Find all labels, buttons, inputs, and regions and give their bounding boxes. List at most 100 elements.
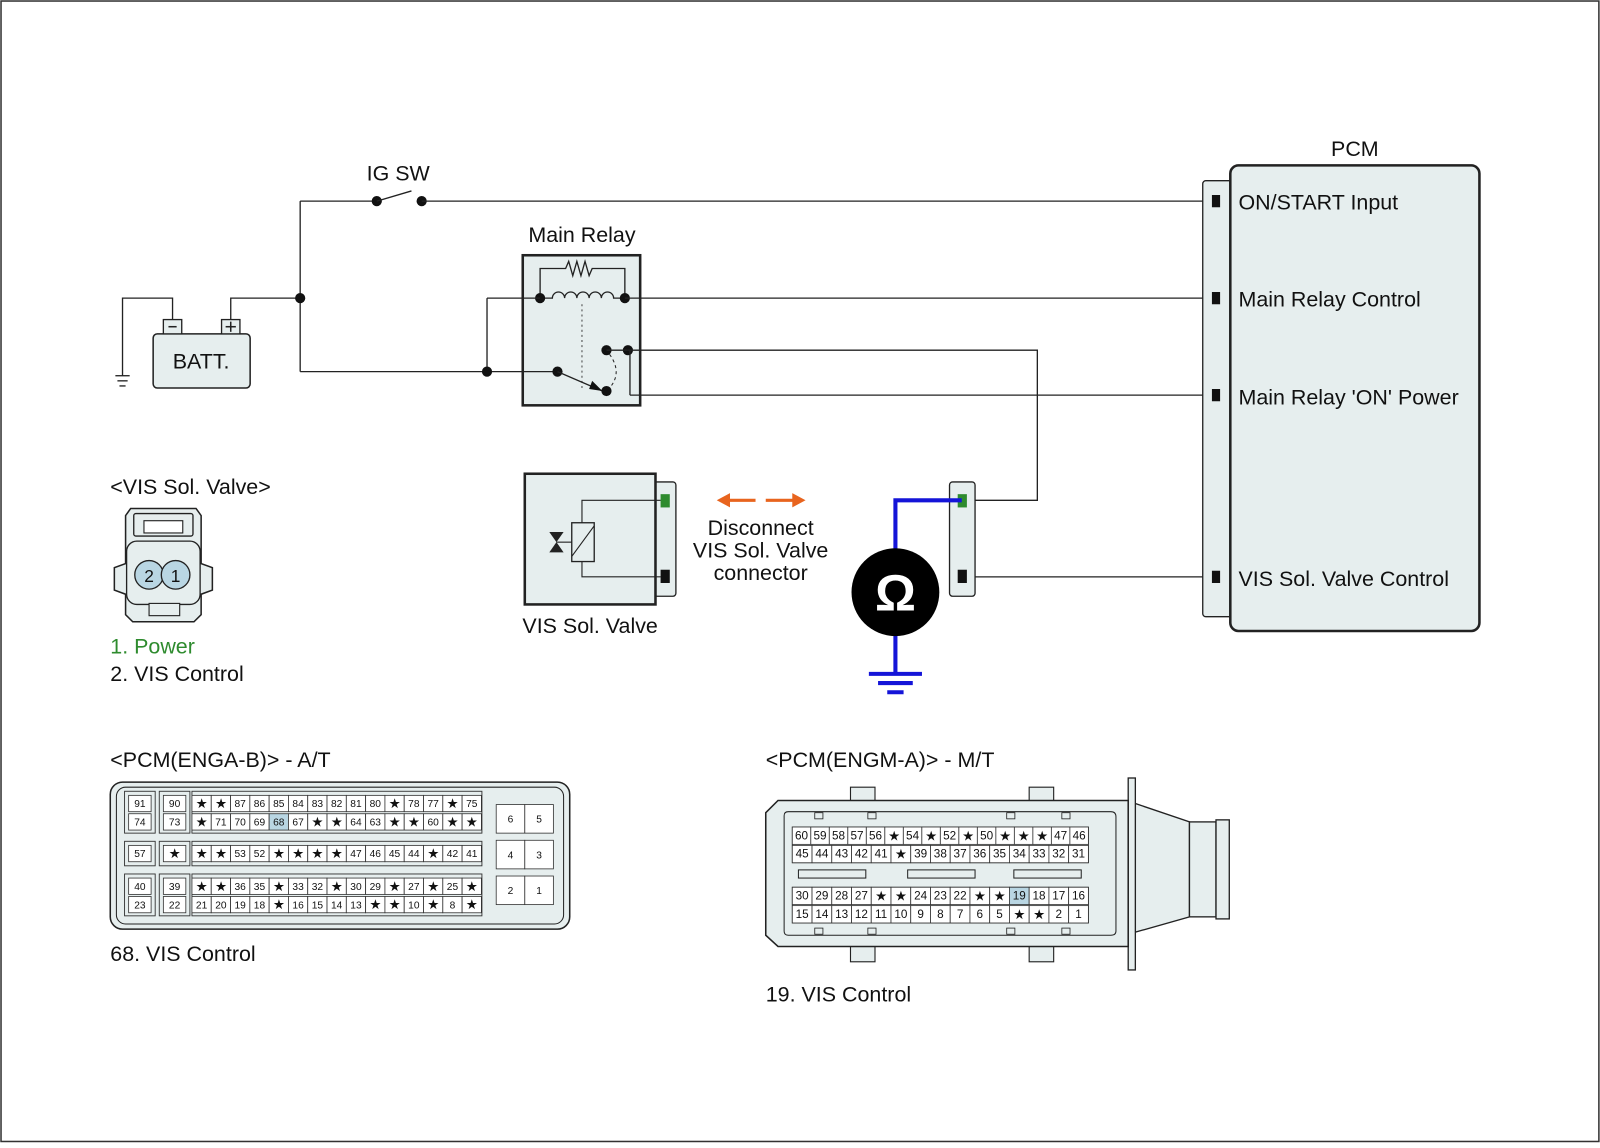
svg-text:★: ★: [196, 796, 208, 811]
svg-text:46: 46: [1073, 829, 1087, 842]
svg-text:46: 46: [370, 849, 382, 860]
svg-text:50: 50: [980, 829, 994, 842]
svg-text:★: ★: [369, 897, 381, 912]
pin-cell: 75: [461, 794, 482, 813]
vis-pin1-label: 1. Power: [110, 634, 195, 658]
pin-cell: 84: [288, 794, 309, 813]
svg-text:28: 28: [835, 890, 849, 903]
vis-pin2-label: 2. VIS Control: [110, 662, 243, 686]
pin-cell: 83: [307, 794, 328, 813]
svg-text:★: ★: [888, 828, 900, 843]
pin-cell: 91: [128, 794, 152, 813]
pin-cell: 11: [870, 905, 892, 924]
svg-text:★: ★: [466, 879, 478, 894]
svg-text:7: 7: [957, 908, 964, 921]
svg-text:84: 84: [292, 799, 304, 810]
svg-text:47: 47: [1054, 829, 1067, 842]
pin-cell: 13: [345, 896, 367, 914]
pin-cell: 14: [811, 905, 833, 924]
svg-text:45: 45: [389, 849, 401, 860]
pin-cell: 22: [949, 886, 971, 906]
battery-label: BATT.: [173, 350, 230, 374]
pin-cell: 68: [268, 813, 289, 831]
pcm-pin-vis-sol-valve-control: VIS Sol. Valve Control: [1238, 567, 1449, 591]
svg-text:27: 27: [855, 890, 868, 903]
svg-text:68: 68: [273, 818, 285, 829]
svg-text:★: ★: [196, 814, 208, 829]
pin-cell: 29: [365, 877, 386, 895]
svg-text:42: 42: [855, 848, 868, 861]
pin-cell: 8: [442, 896, 463, 914]
svg-text:★: ★: [427, 879, 439, 894]
pin-cell: 14: [326, 896, 347, 914]
pin-cell: ★: [423, 844, 444, 863]
svg-text:37: 37: [954, 848, 967, 861]
pcm-at-title: <PCM(ENGA-B)> - A/T: [110, 748, 330, 772]
svg-text:78: 78: [408, 799, 420, 810]
pin-cell: 70: [230, 813, 251, 831]
vis-connector-pin1: 1: [171, 566, 181, 586]
svg-text:18: 18: [1033, 890, 1047, 903]
pin-cell: 63: [365, 813, 386, 831]
disconnect-note-line2: VIS Sol. Valve: [693, 538, 828, 562]
pin-cell: 12: [851, 905, 872, 924]
pin-cell: 31: [1068, 844, 1089, 864]
pin-cell: 85: [268, 794, 289, 813]
ignition-switch: IG SW: [300, 162, 431, 207]
svg-text:83: 83: [312, 799, 324, 810]
pin-cell: 32: [307, 877, 328, 895]
svg-text:63: 63: [370, 818, 382, 829]
pin-cell: ★: [191, 844, 212, 863]
pin-cell: 71: [210, 813, 231, 831]
pcm-module: PCM ON/START Input Main Relay Control Ma…: [1202, 137, 1481, 633]
pin-cell: ★: [268, 877, 289, 895]
svg-text:4: 4: [508, 850, 514, 861]
pin-cell: 40: [128, 877, 152, 895]
pin-cell: 47: [345, 844, 367, 863]
svg-text:38: 38: [934, 848, 948, 861]
svg-text:★: ★: [408, 814, 420, 829]
svg-text:★: ★: [1018, 828, 1030, 843]
pin-cell: 25: [442, 877, 463, 895]
svg-text:85: 85: [273, 799, 285, 810]
svg-text:33: 33: [292, 882, 304, 893]
svg-text:29: 29: [815, 890, 828, 903]
svg-text:58: 58: [832, 829, 846, 842]
svg-text:6: 6: [508, 815, 514, 826]
svg-text:29: 29: [370, 882, 382, 893]
svg-text:★: ★: [273, 846, 285, 861]
vis-valve-connector: <VIS Sol. Valve> 2 1: [110, 475, 271, 623]
svg-text:8: 8: [937, 908, 944, 921]
svg-text:★: ★: [447, 796, 459, 811]
harness-connector: [948, 481, 976, 597]
svg-text:16: 16: [292, 900, 304, 911]
svg-text:80: 80: [370, 799, 382, 810]
svg-text:52: 52: [254, 849, 266, 860]
pin-cell: ★: [384, 896, 405, 914]
pin-cell: 44: [403, 844, 424, 863]
pin-cell: 78: [403, 794, 424, 813]
pin-cell: 6: [969, 905, 991, 924]
svg-text:43: 43: [835, 848, 849, 861]
svg-text:17: 17: [1052, 890, 1065, 903]
pin-cell: 22: [162, 896, 187, 914]
pin-cell: 87: [230, 794, 251, 813]
pin-cell: 43: [831, 844, 852, 864]
pin-cell: ★: [461, 896, 482, 914]
svg-text:45: 45: [796, 848, 810, 861]
pin-cell: ★: [210, 877, 231, 895]
svg-text:34: 34: [1013, 848, 1027, 861]
svg-text:21: 21: [196, 900, 208, 911]
svg-text:2: 2: [1056, 908, 1063, 921]
pin-cell: 54: [902, 826, 923, 845]
pin-cell: ★: [268, 844, 289, 863]
svg-text:★: ★: [389, 814, 401, 829]
svg-text:15: 15: [796, 908, 810, 921]
svg-text:★: ★: [196, 846, 208, 861]
pin-cell: ★: [307, 844, 328, 863]
svg-text:30: 30: [796, 890, 810, 903]
pin-cell: 24: [910, 886, 931, 906]
pin-cell: ★: [326, 877, 347, 895]
svg-text:★: ★: [273, 897, 285, 912]
